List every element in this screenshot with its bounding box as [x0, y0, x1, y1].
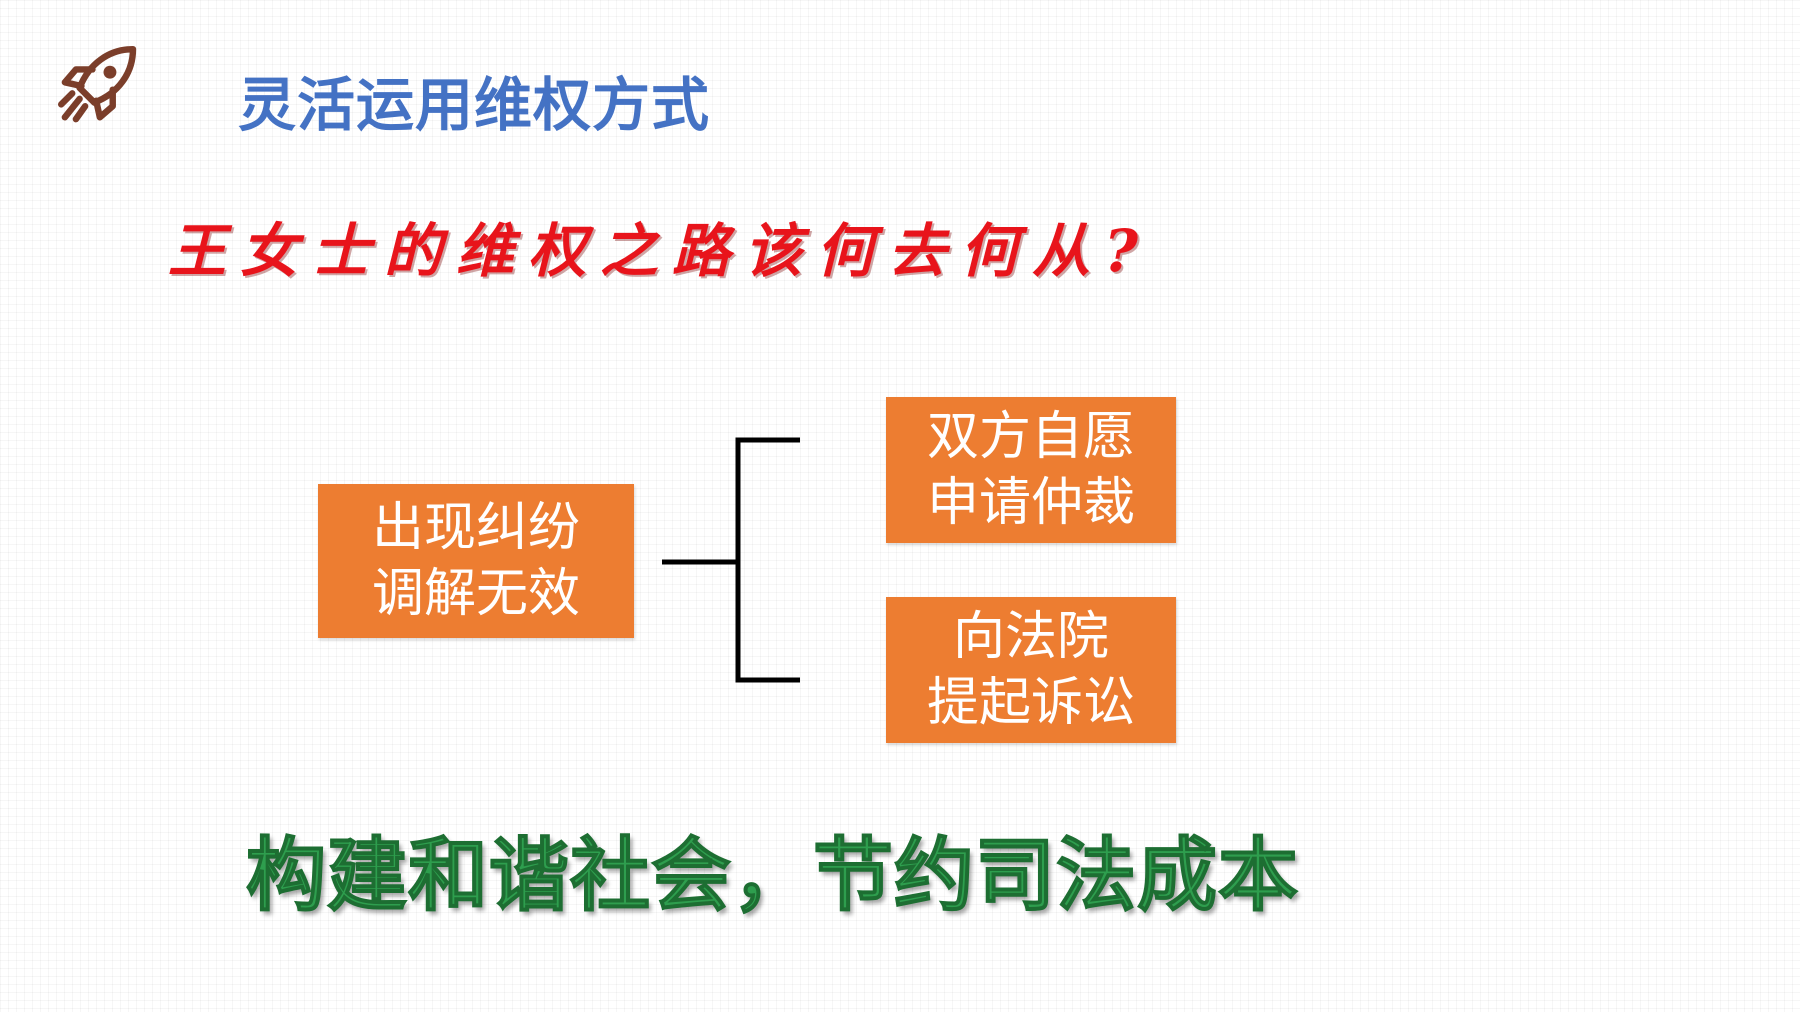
conclusion-slogan: 构建和谐社会，节约司法成本: [245, 829, 1299, 922]
root-node-box: 出现纠纷 调解无效: [318, 484, 634, 638]
root-node-line1: 出现纠纷: [371, 498, 580, 558]
branch-arbitration-line2: 申请仲裁: [926, 473, 1135, 533]
branch-node-litigation: 向法院 提起诉讼: [886, 597, 1176, 743]
branch-litigation-line2: 提起诉讼: [926, 673, 1135, 733]
branch-litigation-line1: 向法院: [952, 607, 1109, 667]
question-heading: 王女士的维权之路该何去何从?: [168, 217, 1152, 285]
rocket-icon: [57, 45, 137, 123]
branch-node-arbitration: 双方自愿 申请仲裁: [886, 397, 1176, 543]
root-node-line2: 调解无效: [371, 564, 580, 624]
section-title: 灵活运用维权方式: [238, 71, 711, 139]
branch-connector: [662, 437, 800, 683]
branch-arbitration-line1: 双方自愿: [926, 407, 1135, 467]
